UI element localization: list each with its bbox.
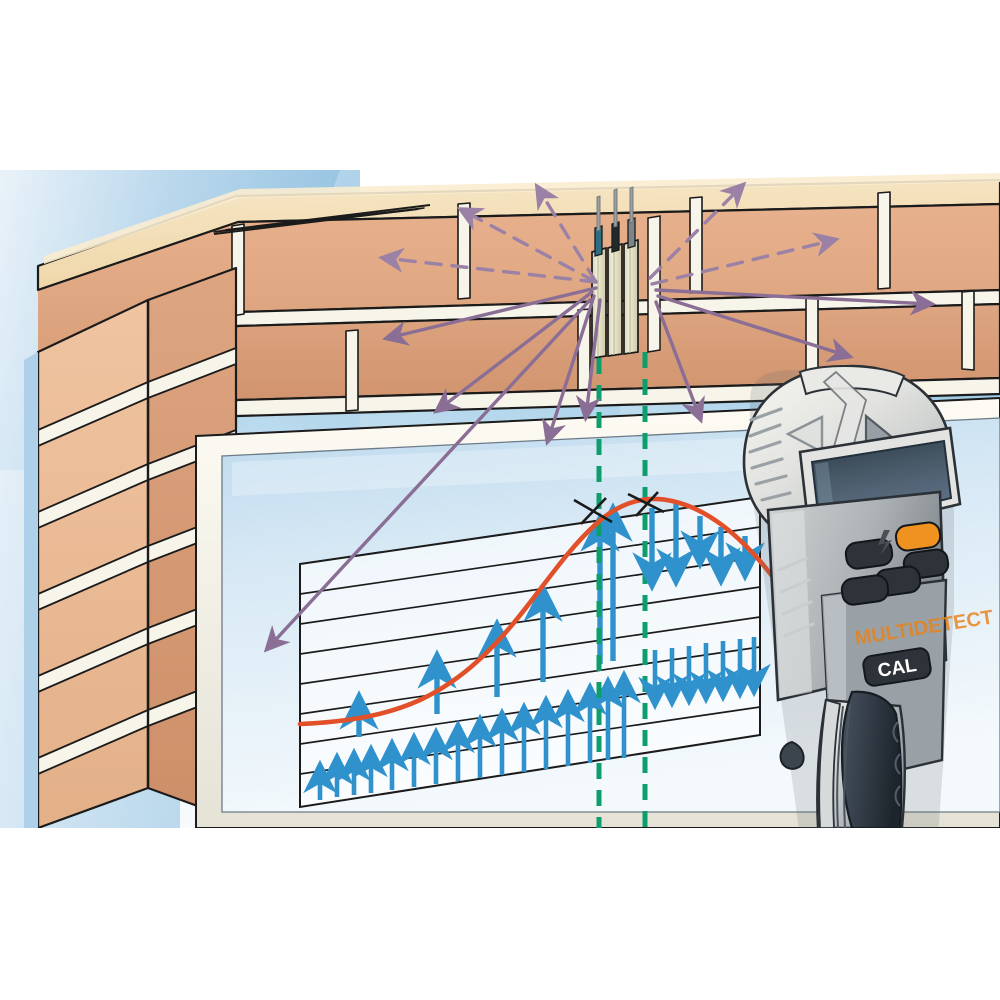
button-power[interactable] bbox=[844, 538, 894, 570]
device-side-ridges bbox=[777, 556, 815, 638]
chart-vertical-markers bbox=[596, 352, 648, 828]
hand-held-multi-detector[interactable]: MULTIDETECT CAL bbox=[742, 364, 995, 837]
device-head-ridges bbox=[748, 407, 792, 502]
device-keypad[interactable] bbox=[840, 521, 950, 606]
triangle-marker-left bbox=[785, 415, 824, 454]
button-mode-1[interactable] bbox=[840, 574, 890, 606]
chart-signal-curve bbox=[297, 496, 775, 727]
device-grip bbox=[840, 690, 903, 828]
chart-flux-arrows-down-band bbox=[638, 637, 771, 711]
cable-3 bbox=[623, 238, 639, 355]
radiation-arrows-solid bbox=[263, 286, 937, 653]
chart-flux-arrows-up-band bbox=[303, 669, 641, 800]
cable-conductors bbox=[594, 186, 636, 257]
cal-button[interactable]: CAL bbox=[862, 647, 932, 687]
button-alert[interactable] bbox=[894, 521, 942, 552]
electrical-cable-bundle bbox=[591, 186, 661, 359]
radiation-arrows bbox=[263, 181, 937, 653]
signal-strength-chart bbox=[297, 352, 775, 828]
lightning-icon bbox=[878, 530, 892, 556]
cable-2 bbox=[607, 242, 623, 357]
chart-centre-ticks bbox=[573, 491, 665, 525]
radiation-arrows-dashed bbox=[377, 181, 840, 286]
